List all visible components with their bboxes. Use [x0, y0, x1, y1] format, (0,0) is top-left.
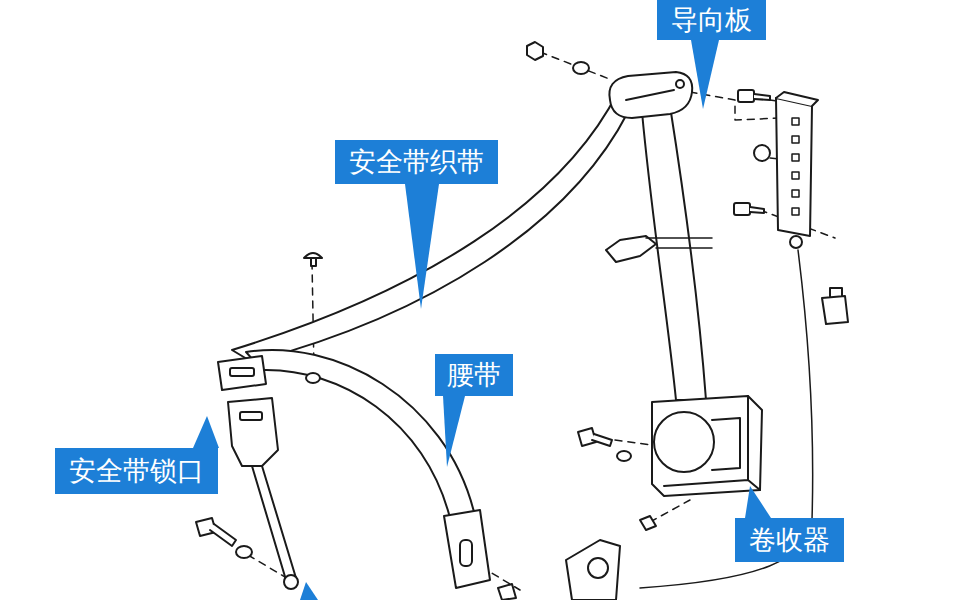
webbing — [232, 92, 628, 362]
callout-text: 安全带织带 — [349, 146, 484, 178]
callout-box: 腰带 — [435, 354, 513, 396]
callout-pointer — [657, 0, 658, 1]
callout-pointer-shape — [691, 40, 719, 109]
pillar-rail — [776, 98, 812, 236]
callout-box: 安全带锁口 — [55, 448, 218, 494]
anchor-clip — [606, 236, 656, 262]
clip — [822, 288, 848, 324]
guide-plate — [609, 72, 692, 118]
pillar-rail-edge — [776, 92, 818, 106]
callout-box: 卷收器 — [735, 518, 844, 562]
callout-fragment — [300, 582, 318, 600]
callout-box: 安全带织带 — [335, 140, 498, 184]
callout-pointer — [335, 140, 336, 141]
callout-text: 导向板 — [671, 4, 752, 36]
callout-pointer-shape — [193, 416, 219, 448]
buckle — [228, 398, 278, 466]
shoulder-webbing — [642, 106, 706, 400]
bracket — [566, 540, 620, 600]
lap-anchor — [444, 510, 490, 588]
retractor — [652, 396, 762, 496]
bolt — [734, 90, 802, 248]
callout-text: 腰带 — [447, 359, 501, 391]
callout-pointer — [735, 518, 736, 519]
callout-text: 安全带锁口 — [69, 455, 204, 487]
callout-pointer — [435, 354, 436, 355]
callout-text: 卷收器 — [749, 524, 830, 556]
bolt — [196, 518, 252, 558]
callout-pointer-shape — [405, 184, 439, 309]
callout-pointer-shape — [745, 486, 771, 518]
nut — [527, 42, 589, 74]
tongue — [218, 356, 266, 390]
bolt — [578, 428, 631, 461]
retractor-spool — [654, 412, 714, 472]
callout-box: 导向板 — [657, 0, 766, 40]
callout-pointer — [55, 448, 56, 449]
callout-pointer-shape — [443, 396, 465, 467]
